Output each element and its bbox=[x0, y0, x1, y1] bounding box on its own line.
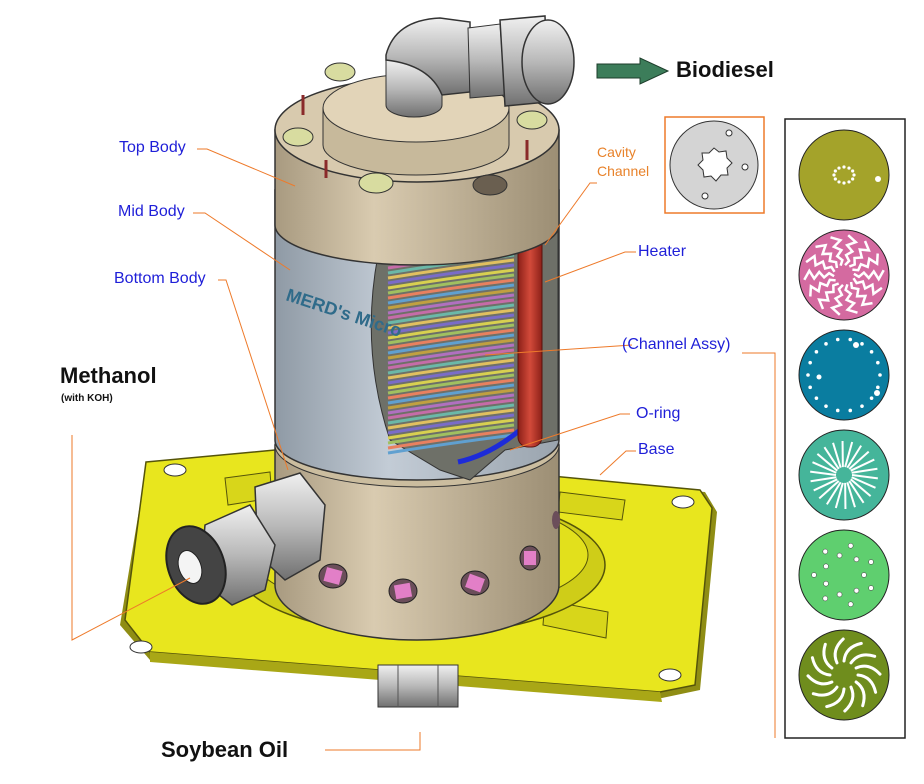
channel-stack bbox=[387, 248, 515, 455]
soybean-oil-fitting bbox=[377, 664, 459, 708]
o-ring bbox=[457, 428, 522, 465]
label-channel-assy: (Channel Assy) bbox=[622, 336, 731, 353]
top-body bbox=[274, 15, 575, 266]
plate-dot-ring bbox=[798, 129, 890, 221]
plate-spiky bbox=[798, 429, 890, 521]
label-base: Base bbox=[638, 441, 675, 458]
leader-lines bbox=[71, 148, 776, 751]
cavity-channel-inset bbox=[664, 116, 765, 214]
channel-plates-panel bbox=[784, 118, 906, 739]
bottom-ports bbox=[318, 511, 560, 604]
label-cavity: Cavity bbox=[597, 144, 636, 160]
label-bottom-body: Bottom Body bbox=[114, 270, 206, 287]
label-mid-body: Mid Body bbox=[118, 203, 185, 220]
label-methanol: Methanol bbox=[60, 363, 157, 388]
methanol-fitting bbox=[165, 472, 326, 606]
biodiesel-elbow-fitting bbox=[385, 15, 575, 118]
label-soybean-oil: Soybean Oil bbox=[161, 737, 289, 762]
label-channel: Channel bbox=[597, 163, 650, 179]
plate-zigzag bbox=[798, 229, 890, 321]
plate-swirl bbox=[798, 629, 890, 721]
label-heater: Heater bbox=[638, 243, 687, 260]
biodiesel-arrow bbox=[596, 57, 670, 85]
mid-body: MERD's Micro bbox=[274, 189, 560, 481]
plate-dot-circle bbox=[798, 529, 890, 621]
label-biodiesel: Biodiesel bbox=[676, 57, 774, 82]
top-bolts bbox=[282, 62, 548, 196]
heater-rod bbox=[517, 224, 543, 448]
plate-hole-ring bbox=[798, 329, 890, 421]
label-top-body: Top Body bbox=[119, 139, 186, 156]
label-o-ring: O-ring bbox=[636, 405, 681, 422]
label-with-koh: (with KOH) bbox=[61, 393, 113, 404]
